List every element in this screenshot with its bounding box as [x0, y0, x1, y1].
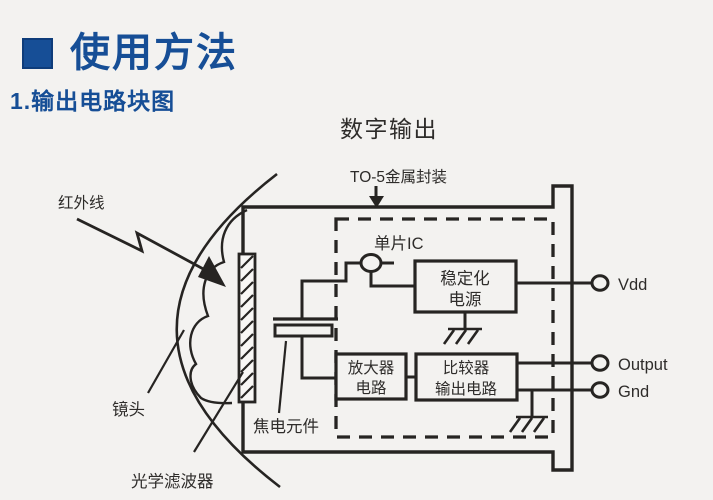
- ground-symbol-power: [442, 327, 482, 345]
- infrared-arrow: [76, 217, 226, 287]
- terminal-pin-gnd: [590, 381, 610, 399]
- amplifier-label-line1: 放大器: [348, 359, 395, 377]
- terminal-output: Output: [590, 354, 668, 374]
- leader-line-pyro-element: [277, 340, 288, 414]
- package-pointer-arrow: [369, 186, 384, 208]
- section-title: 使用方法: [70, 31, 238, 75]
- power-supply-block: 稳定化 电源: [413, 259, 518, 314]
- terminal-label-gnd: Gnd: [618, 383, 649, 401]
- terminal-gnd: Gnd: [590, 381, 649, 401]
- lens-outer-arc: [175, 172, 281, 489]
- leader-line-lens: [147, 329, 185, 394]
- digital-output-label: 数字输出: [340, 116, 438, 142]
- pyro-element-label: 焦电元件: [253, 417, 319, 436]
- wire-node-to-power: [369, 271, 415, 288]
- optical-filter-label: 光学滤波器: [131, 472, 214, 491]
- terminal-vdd: Vdd: [590, 274, 647, 294]
- comparator-block: 比较器 输出电路: [414, 352, 519, 402]
- terminal-label-vdd: Vdd: [618, 276, 647, 294]
- fresnel-lens-profile: [189, 208, 248, 405]
- pyroelectric-element: [273, 317, 338, 338]
- section-header: 使用方法: [22, 33, 238, 73]
- lens-label: 镜头: [112, 400, 145, 419]
- ic-dashed-boundary: [334, 217, 555, 439]
- ground-symbol-output: [508, 415, 548, 433]
- chip-label: 单片IC: [374, 234, 424, 253]
- infrared-arrowhead-icon: [198, 256, 226, 287]
- amplifier-block: 放大器 电路: [334, 352, 408, 401]
- amplifier-label-line2: 电路: [355, 379, 387, 397]
- infrared-label: 红外线: [58, 194, 105, 212]
- package-outline: [241, 184, 574, 472]
- wire-element-top: [300, 261, 362, 320]
- terminal-pin-vdd: [590, 274, 610, 292]
- comparator-label-line1: 比较器: [443, 359, 490, 377]
- optical-filter-window: [237, 252, 257, 404]
- terminal-label-output: Output: [618, 356, 668, 374]
- section-bullet-icon: [22, 37, 53, 69]
- power-supply-label-line1: 稳定化: [440, 269, 490, 288]
- power-supply-label-line2: 电源: [449, 290, 482, 309]
- comparator-label-line2: 输出电路: [435, 380, 498, 398]
- leader-line-optical-filter: [193, 371, 244, 453]
- subsection-title: 1.输出电路块图: [10, 88, 176, 114]
- wire-element-bottom: [300, 336, 336, 380]
- package-label: TO-5金属封装: [350, 168, 447, 186]
- input-node: [359, 253, 383, 273]
- terminal-pin-output: [590, 354, 610, 372]
- wires: [300, 261, 592, 416]
